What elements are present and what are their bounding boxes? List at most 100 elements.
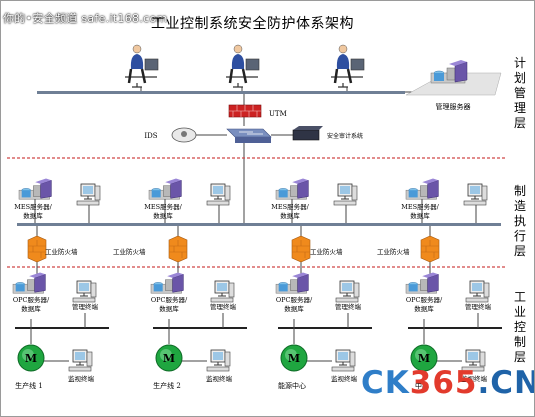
terminal-label: 管理终端	[335, 302, 362, 311]
operator-workstation-icon	[125, 44, 159, 88]
rack-icon	[172, 273, 184, 293]
database-icon	[434, 73, 444, 81]
keyboard-icon	[461, 366, 485, 372]
brand-watermark-ck: CK	[361, 365, 410, 401]
keyboard-icon	[76, 200, 100, 206]
server-icon	[18, 178, 52, 200]
ids-eye-icon	[181, 131, 187, 137]
tower-icon	[353, 282, 360, 298]
site-watermark: 你的•安全频道 safe.it168.com	[3, 12, 168, 25]
rack-top-icon	[165, 178, 182, 184]
terminal-pc-icon	[72, 280, 97, 303]
server-icon	[430, 60, 468, 84]
database-icon	[408, 284, 418, 292]
rack-top-icon	[292, 178, 309, 184]
production-line-label: 能源中心	[278, 381, 306, 390]
firewall-body-icon	[420, 235, 440, 263]
terminal-label: 管理终端	[72, 302, 99, 311]
tower-icon	[224, 351, 231, 367]
terminal-label: 管理终端	[210, 302, 237, 311]
stand-icon	[469, 362, 477, 366]
firewall-brick-lines-icon	[28, 240, 46, 258]
tower-icon	[224, 185, 231, 201]
opc-server-label: OPC服务器/数据库	[13, 295, 50, 313]
keyboard-icon	[465, 297, 489, 303]
firewall-label: 工业防火墙	[45, 247, 78, 256]
layer-label-manufacturing: 制造执行层	[513, 184, 526, 258]
screen-glass-icon	[342, 283, 352, 291]
database-icon	[153, 284, 163, 292]
firewall-brick-lines-icon	[421, 240, 439, 258]
brand-watermark: CK365.CN	[361, 365, 534, 401]
firewall-brick-lines-icon	[292, 240, 310, 258]
screen-glass-icon	[472, 283, 482, 291]
monitor-terminal-label: 监视终端	[461, 374, 488, 383]
chair-icon	[233, 83, 243, 88]
terminal-pc-icon	[465, 280, 490, 303]
legs-icon	[127, 68, 147, 84]
switch-arrows-icon	[239, 131, 263, 135]
body-icon	[231, 54, 245, 69]
tower-icon	[90, 282, 97, 298]
database-icon	[278, 190, 288, 198]
chair-icon	[132, 83, 142, 88]
layer-label-control: 工业控制层	[513, 290, 526, 364]
stand-icon	[343, 293, 351, 297]
motor-highlight-icon	[415, 349, 427, 361]
head-icon	[233, 44, 243, 54]
monitor-icon	[144, 58, 159, 71]
motor-icon: M	[410, 344, 438, 372]
terminal-pc-icon	[461, 349, 486, 372]
head-icon	[338, 44, 348, 54]
database-icon	[278, 284, 288, 292]
terminal-label: 管理终端	[465, 302, 492, 311]
screen-glass-icon	[75, 352, 85, 360]
production-line-label: 生产线 2	[153, 381, 181, 390]
mes-bus	[17, 223, 501, 226]
operator-workstation-icon	[331, 44, 365, 88]
operator-workstation-icon	[226, 44, 260, 88]
motor-label: M	[288, 352, 300, 365]
server-icon	[405, 178, 439, 200]
stand-icon	[84, 196, 92, 200]
terminal-pc-icon	[333, 183, 358, 206]
motor-icon: M	[155, 344, 183, 372]
drive-icon	[33, 185, 41, 197]
drive-icon	[290, 279, 298, 291]
firewall-icon	[420, 235, 440, 263]
firewall-icon	[291, 235, 311, 263]
switch-front-icon	[235, 137, 271, 143]
drive-icon	[420, 185, 428, 197]
tower-icon	[479, 351, 486, 367]
legs-icon	[333, 68, 353, 84]
mgmt-server-label: 管理服务器	[436, 102, 471, 111]
stand-icon	[76, 362, 84, 366]
motor-icon: M	[280, 344, 308, 372]
drive-icon	[27, 279, 35, 291]
keyboard-icon	[463, 200, 487, 206]
terminal-pc-icon	[331, 349, 356, 372]
monitor-terminal-label: 监视终端	[206, 374, 233, 383]
keyboard-icon	[72, 297, 96, 303]
motor-label: M	[163, 352, 175, 365]
database-icon	[21, 190, 31, 198]
server-icon	[12, 272, 46, 294]
tower-icon	[349, 351, 356, 367]
opc-server-label: OPC服务器/数据库	[276, 295, 313, 313]
audit-box-icon	[292, 129, 320, 141]
diagram-title: 工业控制系统安全防护体系架构	[151, 16, 354, 32]
stand-icon	[80, 293, 88, 297]
stand-icon	[339, 362, 347, 366]
terminal-pc-icon	[68, 349, 93, 372]
drive-icon	[420, 279, 428, 291]
tower-icon	[86, 351, 93, 367]
keyboard-icon	[331, 366, 355, 372]
keyboard-icon	[333, 200, 357, 206]
ids-sensor-icon	[171, 127, 197, 143]
screen-glass-icon	[217, 283, 227, 291]
screen-glass-icon	[470, 186, 480, 194]
firewall-icon	[27, 235, 47, 263]
drive-icon	[163, 185, 171, 197]
drive-icon	[165, 279, 173, 291]
stand-icon	[341, 196, 349, 200]
